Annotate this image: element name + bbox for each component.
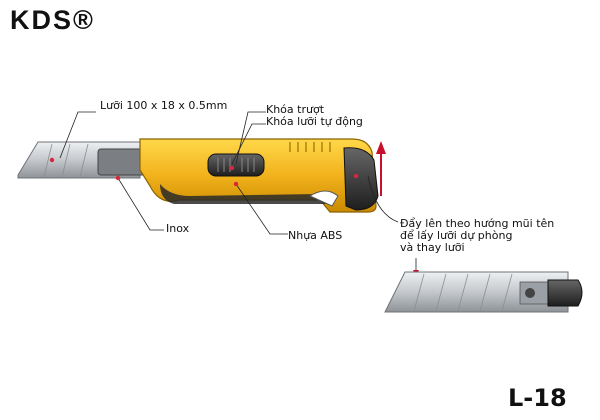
- label-instruction-1: Đẩy lên theo hướng mũi tên: [400, 217, 555, 230]
- marker-blade: [49, 157, 55, 163]
- lower-grip: [160, 184, 326, 204]
- slide-lock: [207, 153, 265, 177]
- red-markers: [49, 157, 359, 187]
- up-arrow: [376, 141, 386, 196]
- label-abs: Nhựa ABS: [288, 229, 343, 242]
- marker-cap: [353, 173, 359, 179]
- brand-logo: KDS®: [10, 5, 95, 35]
- hang-slot: [308, 190, 339, 207]
- replacement-blade: [384, 271, 583, 313]
- end-cap: [343, 147, 379, 211]
- label-instruction-2: để lấy lưỡi dự phòng: [400, 229, 513, 242]
- label-auto-lock: Khóa lưỡi tự động: [266, 115, 363, 128]
- leader-lines: [59, 111, 417, 272]
- label-blade: Lưỡi 100 x 18 x 0.5mm: [100, 99, 228, 112]
- label-instruction-3: và thay lưỡi: [400, 241, 465, 254]
- label-inox: Inox: [166, 222, 190, 235]
- marker-inox: [115, 175, 121, 181]
- label-slide-lock: Khóa trượt: [266, 103, 325, 116]
- model-number: L-18: [508, 384, 567, 412]
- grip-ridges: [289, 142, 331, 152]
- marker-abs: [233, 181, 239, 187]
- marker-slide: [229, 165, 235, 171]
